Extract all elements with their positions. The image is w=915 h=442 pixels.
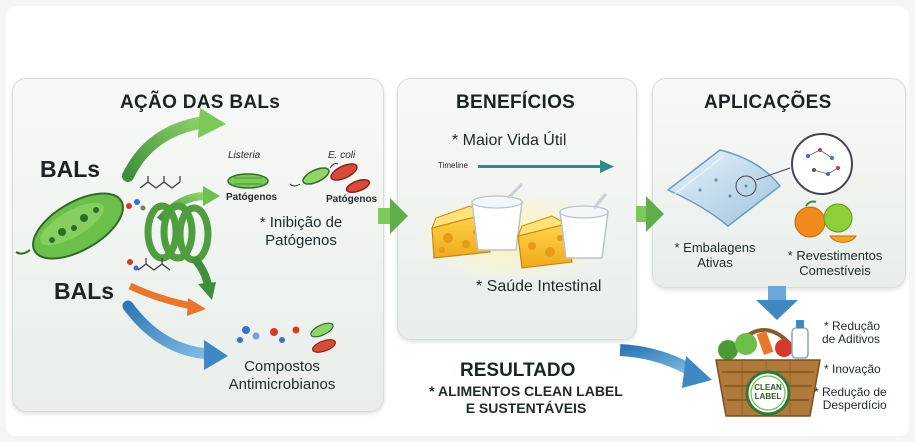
resultado-line-1: * ALIMENTOS CLEAN LABEL [429, 383, 623, 399]
ecoli-label: E. coli [328, 150, 356, 161]
timeline-label: Timeline [438, 161, 468, 170]
embalagens-line-1: * Embalagens [674, 240, 756, 255]
inibicao-line-2: Patógenos [265, 232, 337, 249]
reducao-aditivos-line-2: de Aditivos [822, 332, 881, 346]
spiral-arrow-icon [144, 202, 216, 300]
revestimentos-label: * Revestimentos Comestíveis [770, 248, 900, 278]
green-arrow-top-icon [122, 108, 226, 182]
embalagens-label: * Embalagens Ativas [660, 240, 770, 270]
beneficios-title: BENEFÍCIOS [456, 92, 576, 113]
yogurt-cup-2-icon [559, 193, 609, 259]
timeline-arrow-icon [478, 160, 614, 173]
resultado-line-2: E SUSTENTÁVEIS [465, 400, 587, 416]
green-arrow-to-aplicacoes-icon [636, 196, 664, 232]
green-arrow-to-beneficios-icon [378, 198, 408, 234]
aplicacoes-title: APLICAÇÕES [704, 92, 832, 113]
listeria-patogenos-label: Patógenos [226, 192, 278, 203]
embalagens-line-2: Ativas [697, 255, 733, 270]
orange-arrow-icon [128, 282, 206, 316]
saude-intestinal-label: * Saúde Intestinal [476, 278, 602, 295]
clean-label-badge-icon [745, 370, 791, 416]
bacteria-bals-icon [15, 192, 124, 260]
clean-label-badge-text: CLEAN LABEL [748, 383, 788, 401]
revestimentos-line-2: Comestíveis [799, 263, 871, 278]
bals-label-bottom: BALs [54, 278, 115, 304]
magnifier-molecules-icon [755, 133, 853, 195]
reducao-desperdicio-line-2: Desperdício [822, 398, 887, 412]
acao-title: AÇÃO DAS BALs [120, 92, 281, 113]
revestimentos-line-1: * Revestimentos [787, 248, 883, 263]
molecule-structure-2-icon [127, 258, 171, 271]
compostos-line-2: Antimicrobianos [228, 376, 336, 393]
vida-util-label: * Maior Vida Útil [452, 132, 567, 149]
resultado-text: * ALIMENTOS CLEAN LABEL E SUSTENTÁVEIS [396, 383, 656, 417]
reducao-aditivos-label: * Redução de Aditivos [822, 320, 880, 346]
molecule-structure-icon [126, 176, 181, 211]
badge-line-1: CLEAN [754, 383, 782, 392]
reducao-aditivos-line-1: * Redução [824, 319, 881, 333]
fruits-icon [794, 200, 857, 243]
active-packaging-film-icon [666, 149, 782, 227]
resultado-title: RESULTADO [460, 360, 576, 381]
reducao-desperdicio-label: * Redução de Desperdício [814, 386, 887, 412]
yogurt-cup-icon [471, 182, 524, 251]
cheese-icon-2 [517, 215, 573, 269]
ecoli-bacteria-icon [289, 163, 371, 193]
antimicrobial-compounds-icon [237, 322, 337, 353]
inovacao-label: * Inovação [824, 362, 881, 376]
compostos-line-1: Compostos [244, 358, 320, 375]
inibicao-label: * Inibição de Patógenos [236, 214, 366, 250]
reducao-desperdicio-line-1: * Redução de [814, 385, 887, 399]
blue-arrow-to-basket-icon [619, 344, 712, 388]
ecoli-patogenos-label: Patógenos [326, 194, 378, 205]
listeria-label: Listeria [228, 150, 261, 161]
inibicao-line-1: * Inibição de [259, 214, 343, 231]
blue-arrow-down-icon [756, 286, 798, 320]
bals-label-top: BALs [40, 156, 101, 182]
blue-arrow-compostos-icon [122, 300, 228, 370]
badge-line-2: LABEL [754, 392, 782, 401]
compostos-label: Compostos Antimicrobianos [212, 358, 352, 394]
listeria-bacteria-icon [227, 173, 269, 189]
